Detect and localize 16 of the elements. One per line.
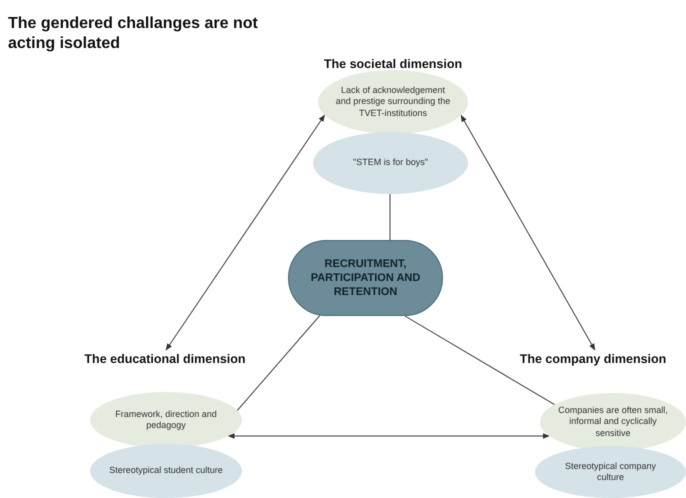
- double-arrow: [228, 433, 550, 439]
- double-arrow: [166, 114, 326, 351]
- double-arrow: [460, 114, 596, 351]
- dimension-heading: The company dimension: [500, 350, 686, 368]
- dimension-heading: The educational dimension: [70, 350, 260, 368]
- text-ellipse: "STEM is for boys": [313, 132, 468, 194]
- text-ellipse: Stereotypical company culture: [535, 446, 686, 498]
- text-ellipse: Framework, direction and pedagogy: [90, 392, 242, 448]
- title: The gendered challanges are not acting isolated: [8, 14, 259, 54]
- connector-line: [236, 315, 320, 411]
- text-ellipse: Companies are often small, informal and cyclically sensitive: [540, 393, 686, 451]
- dimension-heading: The societal dimension: [322, 56, 464, 73]
- text-ellipse: Lack of acknowledgement and prestige surrounding the TVET-institutions: [318, 70, 468, 134]
- text-ellipse: Stereotypical student culture: [90, 444, 242, 498]
- central-pill: RECRUITMENT, PARTICIPATION AND RETENTION: [288, 240, 443, 316]
- connector-line: [404, 316, 556, 406]
